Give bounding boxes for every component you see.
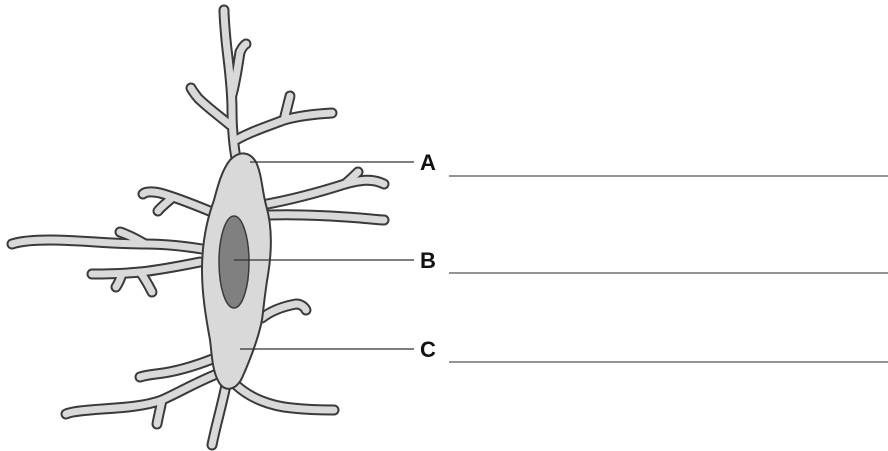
label-c-group: C	[240, 337, 888, 362]
label-b: B	[420, 248, 436, 273]
label-c: C	[420, 337, 436, 362]
cell-branches-fill	[12, 10, 384, 445]
label-b-group: B	[234, 248, 888, 273]
nucleus	[219, 216, 249, 308]
label-a: A	[420, 150, 436, 175]
neuron-cell	[12, 10, 384, 445]
label-a-group: A	[250, 150, 888, 176]
